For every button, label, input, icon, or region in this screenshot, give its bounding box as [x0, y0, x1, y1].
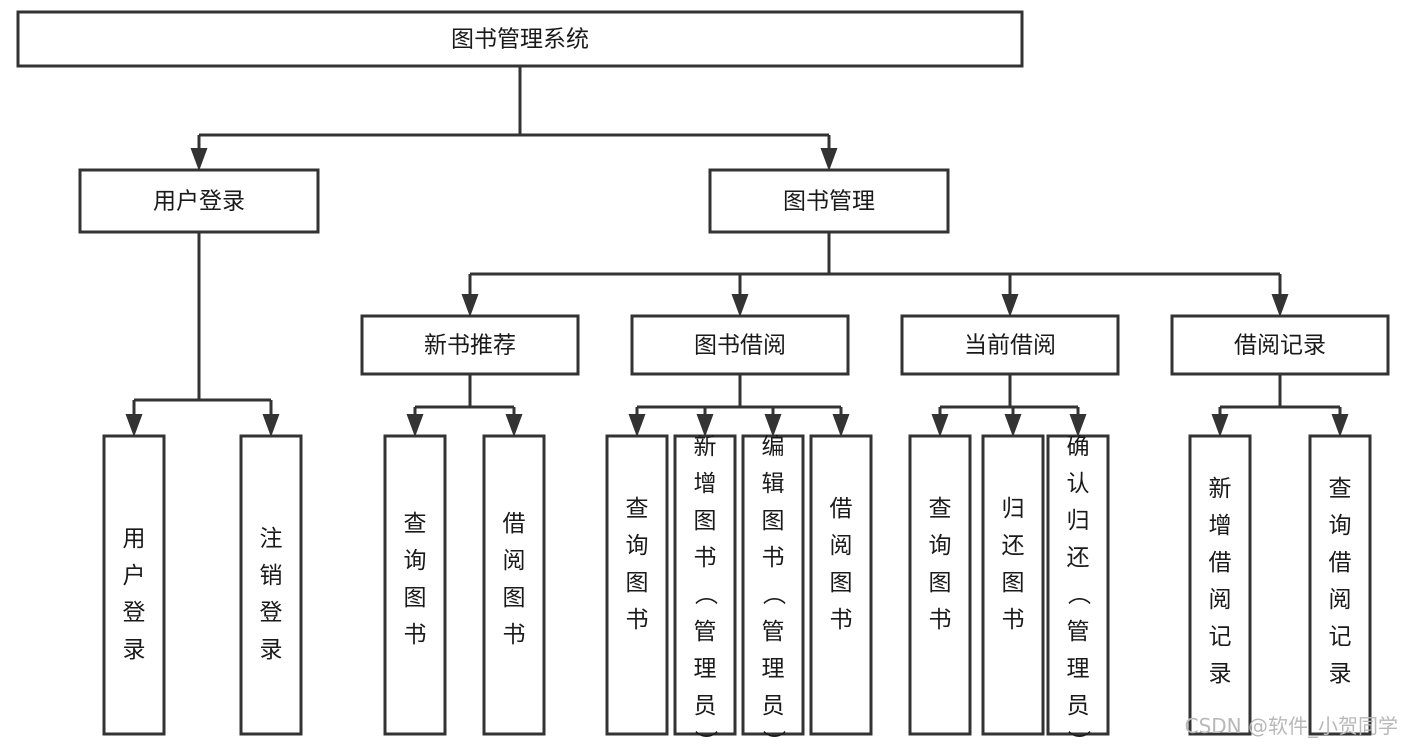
node-leaf-query-book-1[interactable]: 查询图书 [383, 434, 447, 736]
edge-arrowhead [461, 294, 479, 317]
node-leaf-return-book[interactable]: 归还图书 [981, 434, 1045, 736]
node-label-borrow-record: 借阅记录 [1234, 333, 1326, 359]
node-box-leaf-edit-book[interactable] [741, 434, 805, 736]
node-book-borrow[interactable]: 图书借阅 [630, 314, 850, 376]
node-borrow-record[interactable]: 借阅记录 [1170, 314, 1390, 376]
edge-arrowhead [406, 414, 424, 437]
node-box-leaf-add-record[interactable] [1188, 434, 1252, 736]
node-label-leaf-query-record: 查询借阅记录 [1329, 476, 1352, 687]
node-leaf-borrow-book-2[interactable]: 借阅图书 [809, 434, 873, 736]
edge-arrowhead [696, 414, 714, 437]
node-box-leaf-add-book[interactable] [673, 434, 737, 736]
node-box-root[interactable] [16, 10, 1024, 68]
edge-arrowhead [832, 414, 850, 437]
node-label-leaf-edit-book: 编辑图书（管理员） [762, 434, 787, 747]
node-label-root: 图书管理系统 [451, 27, 589, 53]
node-box-leaf-confirm-return[interactable] [1046, 434, 1110, 736]
node-label-leaf-confirm-return: 确认归还（管理员） [1067, 434, 1092, 747]
node-label-leaf-logout-login: 注销登录 [260, 526, 283, 663]
edge-arrowhead [1331, 414, 1349, 437]
node-label-leaf-user-login: 用户登录 [123, 526, 146, 663]
edge-arrowhead [1004, 414, 1022, 437]
edge-arrowhead [1069, 414, 1087, 437]
node-leaf-query-record[interactable]: 查询借阅记录 [1308, 434, 1372, 736]
node-box-leaf-user-login[interactable] [102, 434, 166, 736]
node-box-current-borrow[interactable] [900, 314, 1120, 376]
node-leaf-add-record[interactable]: 新增借阅记录 [1188, 434, 1252, 736]
edge-arrowhead [505, 414, 523, 437]
node-leaf-logout-login[interactable]: 注销登录 [239, 434, 303, 736]
node-new-book-recommend[interactable]: 新书推荐 [360, 314, 580, 376]
edge-arrowhead [125, 414, 143, 437]
node-box-borrow-record[interactable] [1170, 314, 1390, 376]
node-leaf-add-book[interactable]: 新增图书（管理员） [673, 434, 737, 747]
node-box-leaf-logout-login[interactable] [239, 434, 303, 736]
node-label-leaf-add-book: 新增图书（管理员） [694, 434, 719, 747]
edge-arrowhead [731, 294, 749, 317]
edge-arrowhead [1001, 294, 1019, 317]
node-leaf-query-book-3[interactable]: 查询图书 [908, 434, 972, 736]
node-label-book-borrow: 图书借阅 [694, 333, 786, 359]
edge-arrowhead [190, 148, 208, 171]
node-box-leaf-query-book-3[interactable] [908, 434, 972, 736]
edge-arrowhead [820, 148, 838, 171]
node-label-leaf-borrow-book-2: 借阅图书 [830, 496, 853, 633]
edge-arrowhead [764, 414, 782, 437]
node-root[interactable]: 图书管理系统 [16, 10, 1024, 68]
node-box-leaf-borrow-book-2[interactable] [809, 434, 873, 736]
edge-group-book-borrow [628, 374, 850, 437]
node-box-user-login[interactable] [78, 168, 320, 234]
edge-group-current-borrow [931, 374, 1087, 437]
watermark-label: CSDN @软件_小贺同学 [1185, 714, 1398, 738]
edge-group-new-book-recommend [406, 374, 523, 437]
edge-arrowhead [1271, 294, 1289, 317]
node-leaf-edit-book[interactable]: 编辑图书（管理员） [741, 434, 805, 747]
node-box-leaf-query-record[interactable] [1308, 434, 1372, 736]
node-label-leaf-return-book: 归还图书 [1002, 496, 1025, 633]
edge-arrowhead [931, 414, 949, 437]
node-label-leaf-borrow-book-1: 借阅图书 [503, 511, 526, 648]
node-box-leaf-return-book[interactable] [981, 434, 1045, 736]
node-label-current-borrow: 当前借阅 [964, 333, 1056, 359]
node-label-new-book-recommend: 新书推荐 [424, 333, 516, 359]
edges-layer [125, 66, 1349, 437]
node-leaf-confirm-return[interactable]: 确认归还（管理员） [1046, 434, 1110, 747]
edge-group-borrow-record [1211, 374, 1349, 437]
node-leaf-user-login[interactable]: 用户登录 [102, 434, 166, 736]
node-current-borrow[interactable]: 当前借阅 [900, 314, 1120, 376]
node-leaf-borrow-book-1[interactable]: 借阅图书 [482, 434, 546, 736]
node-label-leaf-query-book-1: 查询图书 [404, 511, 427, 648]
node-label-leaf-add-record: 新增借阅记录 [1209, 476, 1232, 687]
node-user-login[interactable]: 用户登录 [78, 168, 320, 234]
edge-group-user-login [125, 232, 280, 437]
edge-arrowhead [1211, 414, 1229, 437]
node-label-leaf-query-book-3: 查询图书 [929, 496, 952, 633]
node-box-new-book-recommend[interactable] [360, 314, 580, 376]
node-label-leaf-query-book-2: 查询图书 [626, 496, 649, 633]
node-box-book-borrow[interactable] [630, 314, 850, 376]
node-label-user-login: 用户登录 [153, 189, 245, 215]
nodes-layer: 图书管理系统用户登录图书管理新书推荐图书借阅当前借阅借阅记录用户登录注销登录查询… [16, 10, 1390, 747]
edge-group-root [190, 66, 838, 171]
node-leaf-query-book-2[interactable]: 查询图书 [605, 434, 669, 736]
edge-arrowhead [628, 414, 646, 437]
node-label-book-management: 图书管理 [783, 189, 875, 215]
node-box-leaf-query-book-2[interactable] [605, 434, 669, 736]
node-box-book-management[interactable] [708, 168, 950, 234]
edge-arrowhead [262, 414, 280, 437]
node-box-leaf-query-book-1[interactable] [383, 434, 447, 736]
edge-group-book-management [461, 232, 1289, 317]
node-book-management[interactable]: 图书管理 [708, 168, 950, 234]
node-box-leaf-borrow-book-1[interactable] [482, 434, 546, 736]
